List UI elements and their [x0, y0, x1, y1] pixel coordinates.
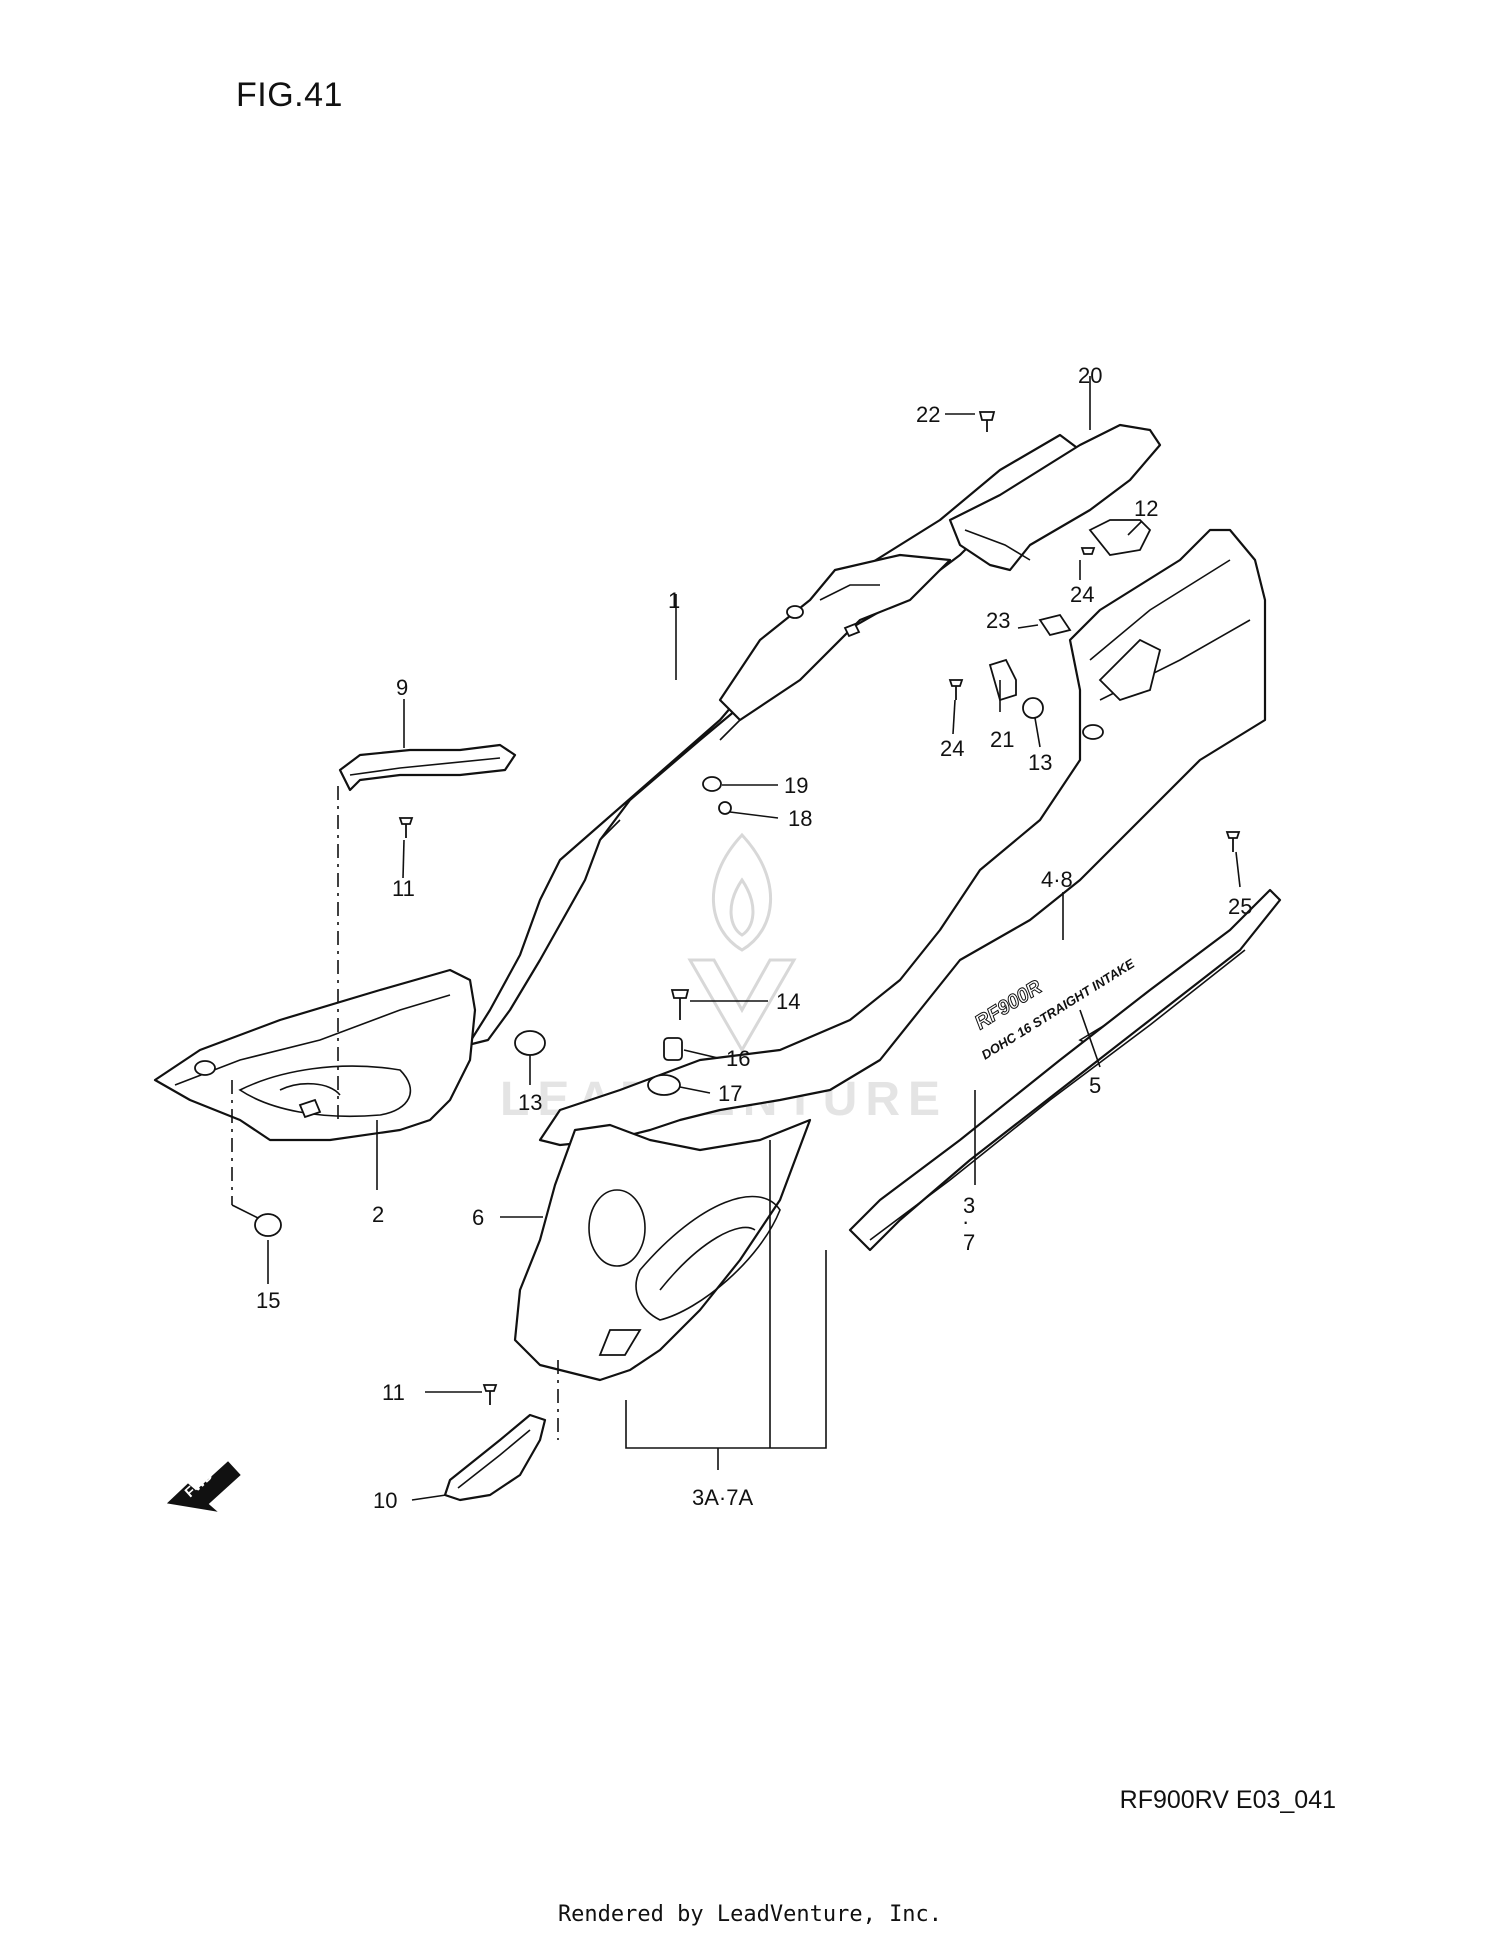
callout-9: 9 — [396, 675, 408, 700]
part-11-screw-bottom — [482, 1384, 498, 1405]
part-22-bolt — [978, 411, 996, 432]
callout-10: 10 — [373, 1488, 397, 1513]
part-24-bolt-mid — [948, 679, 964, 700]
part-21-bracket — [988, 658, 1017, 702]
callout-17: 17 — [718, 1081, 742, 1106]
callout-24-mid: 24 — [940, 736, 964, 761]
part-24-bolt-top — [1080, 547, 1096, 555]
callout-15: 15 — [256, 1288, 280, 1313]
figure-title: FIG.41 — [236, 76, 343, 114]
part-6-side-panel — [513, 1118, 812, 1382]
part-2-under-tray — [153, 968, 477, 1142]
part-9-bracket — [338, 743, 517, 792]
part-15-nut — [254, 1213, 282, 1237]
part-25-screw — [1225, 831, 1241, 852]
part-23-clip — [1038, 613, 1072, 637]
callout-24-top: 24 — [1070, 582, 1094, 607]
callout-6: 6 — [472, 1205, 484, 1230]
callout-11-bottom: 11 — [382, 1380, 405, 1405]
callouts: 1 2 3 · 7 3A·7A 4·8 5 6 9 10 11 11 12 13… — [256, 363, 1252, 1513]
callout-3: 3 — [963, 1193, 975, 1218]
callout-7: 7 — [963, 1230, 975, 1255]
part-5-side-rail — [848, 888, 1282, 1252]
callout-12: 12 — [1134, 496, 1158, 521]
callout-4-8: 4·8 — [1041, 867, 1073, 892]
callout-22: 22 — [916, 402, 940, 427]
part-17-cushion — [647, 1074, 681, 1096]
callout-13-left: 13 — [518, 1090, 542, 1115]
callout-21: 21 — [990, 727, 1014, 752]
callout-2: 2 — [372, 1202, 384, 1227]
callout-5: 5 — [1089, 1073, 1101, 1098]
callout-25: 25 — [1228, 894, 1252, 919]
part-11-screw-top — [398, 817, 414, 838]
part-13-left-grommet — [514, 1030, 546, 1056]
callout-20: 20 — [1078, 363, 1102, 388]
callout-14: 14 — [776, 989, 800, 1014]
part-16-collar — [663, 1037, 683, 1061]
hardware-group — [254, 411, 1241, 1405]
part-10-lower-bracket — [443, 1413, 547, 1502]
part-14-bolt — [670, 989, 690, 1020]
part-12-bracket — [1088, 519, 1152, 556]
part-13-right-grommet — [1022, 697, 1044, 719]
part-19-washer — [702, 776, 722, 792]
callout-18: 18 — [788, 806, 812, 831]
part-20-rear-cowl — [948, 423, 1162, 572]
callout-13-right: 13 — [1028, 750, 1052, 775]
part-18-screw — [718, 801, 732, 815]
part-3-7-right-frame — [538, 528, 1267, 1147]
leader-lines — [231, 376, 1241, 1501]
callout-11-top: 11 — [392, 876, 415, 901]
callout-3a-7a: 3A·7A — [692, 1485, 753, 1510]
callout-1: 1 — [668, 588, 680, 613]
render-credit: Rendered by LeadVenture, Inc. — [557, 1902, 943, 1927]
svg-text:·: · — [962, 1209, 969, 1234]
callout-16: 16 — [726, 1046, 750, 1071]
callout-23: 23 — [986, 608, 1010, 633]
forward-arrow: FWD — [166, 1461, 241, 1512]
callout-19: 19 — [784, 773, 808, 798]
diagram-code: RF900RV E03_041 — [1119, 1786, 1336, 1814]
